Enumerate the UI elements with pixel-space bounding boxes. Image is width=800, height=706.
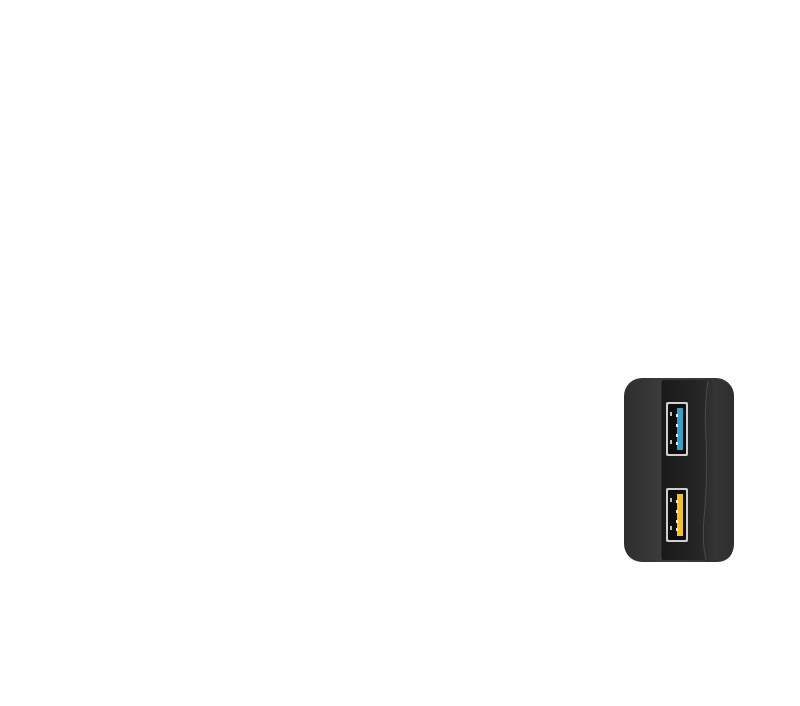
panel-right-bezel [703, 380, 734, 562]
port-insert-blue [677, 408, 683, 450]
port-insert-yellow [677, 494, 683, 536]
usb-a-port-icon[interactable] [666, 488, 688, 542]
usb-panel-illustration [624, 378, 734, 562]
port-pins-top [676, 414, 678, 445]
port-latch-top [670, 412, 672, 444]
bezel-edge-highlight [702, 380, 709, 561]
usb-a-port-icon[interactable] [666, 402, 688, 456]
port-pins-bottom [676, 500, 678, 531]
port-latch-bottom [670, 498, 672, 530]
usb-port-panel [624, 378, 734, 562]
